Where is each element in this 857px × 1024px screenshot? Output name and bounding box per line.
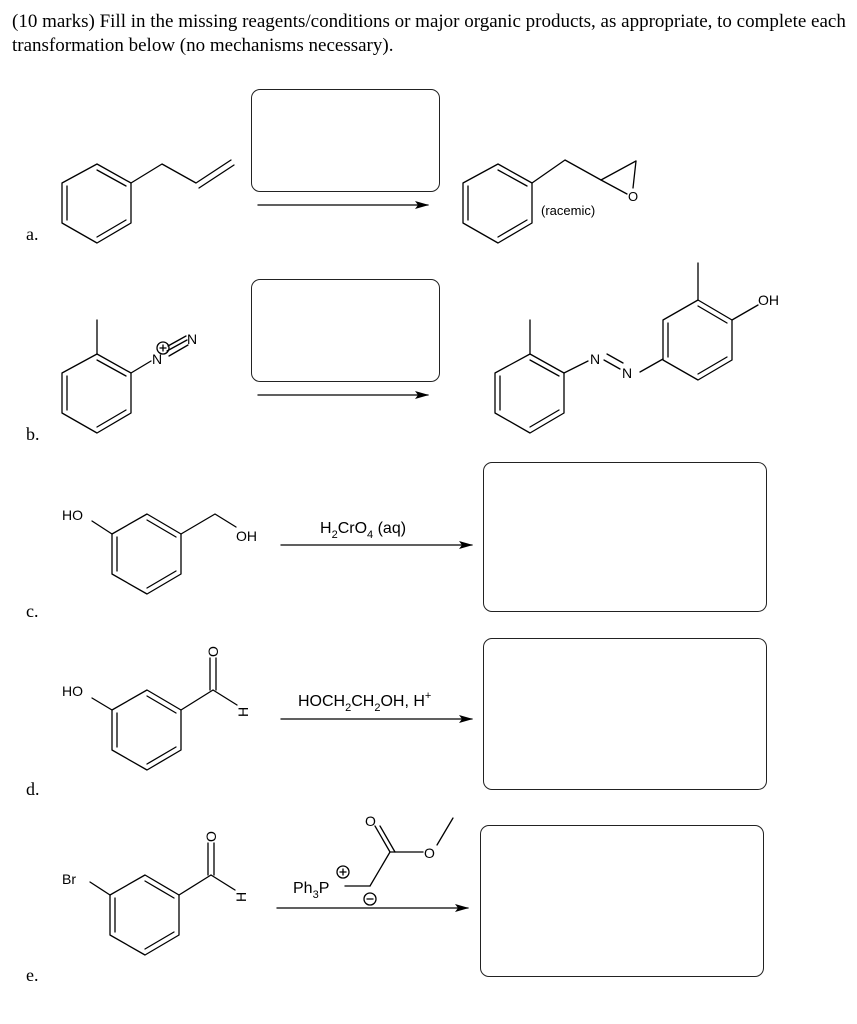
allylbenzene-structure: [61, 159, 235, 244]
aldehyde-h-label-e: H: [233, 892, 249, 902]
azo-n2-label: N: [622, 365, 632, 381]
answer-box-e-product[interactable]: [480, 825, 764, 977]
alcohol-oh-label: OH: [236, 528, 257, 544]
epoxide-product-structure: [462, 159, 637, 244]
part-a-label: a.: [26, 224, 39, 244]
benzylic-alcohol-structure: [91, 513, 237, 595]
bromobenzaldehyde-structure: [89, 842, 236, 956]
answer-box-b-reagents[interactable]: [251, 279, 440, 382]
question-text: (10 marks) Fill in the missing reagents/…: [12, 11, 846, 56]
azo-n1-label: N: [590, 351, 600, 367]
phosphonium-ylide-structure: [336, 817, 454, 906]
answer-box-c-product[interactable]: [483, 462, 767, 612]
product-oh-label: OH: [758, 292, 779, 308]
diazonium-structure: [61, 319, 189, 434]
part-d-label: d.: [26, 779, 40, 799]
ylide-ph3p-label: Ph3P: [293, 880, 329, 901]
part-c-label: c.: [26, 601, 39, 621]
aldehyde-h-label-d: H: [235, 707, 251, 717]
answer-box-d-product[interactable]: [483, 638, 767, 790]
racemic-note: (racemic): [541, 203, 595, 218]
ester-ether-o-label: O: [424, 845, 435, 861]
azo-dye-product-structure: [494, 262, 759, 434]
ester-carbonyl-o-label: O: [365, 813, 376, 829]
diazonium-n2-label: N: [187, 331, 197, 347]
part-e-label: e.: [26, 965, 39, 985]
part-b-label: b.: [26, 424, 40, 444]
reagent-d: HOCH2CH2OH, H+: [298, 690, 431, 714]
bromo-label: Br: [62, 871, 76, 887]
aldehyde-o-label-e: O: [203, 831, 219, 842]
aldehyde-o-label-d: O: [205, 646, 221, 657]
epoxide-oxygen-label: O: [628, 189, 638, 204]
diazonium-n1-label: N: [152, 351, 162, 367]
phenol-ho-label-d: HO: [62, 683, 83, 699]
phenol-ho-label-c: HO: [62, 507, 83, 523]
answer-box-a-reagents[interactable]: [251, 89, 440, 192]
reagent-c: H2CrO4 (aq): [320, 520, 406, 541]
hydroxybenzaldehyde-structure: [91, 657, 238, 771]
